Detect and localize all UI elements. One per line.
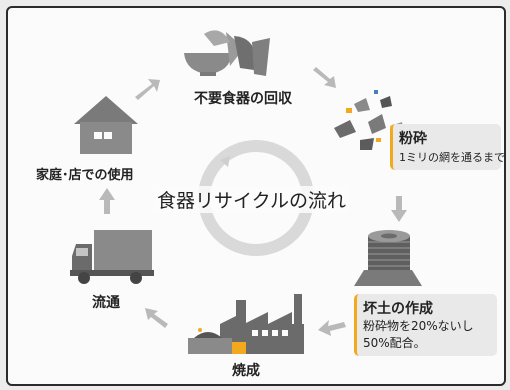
flow-arrows xyxy=(99,67,407,336)
arrow-use-to-collection xyxy=(135,79,160,100)
clay-block-icon xyxy=(354,230,422,286)
step-note-crushing: 1ミリの網を通るまで xyxy=(399,151,505,164)
broken-dishes-icon xyxy=(184,30,270,76)
diagram-title: 食器リサイクルの流れ xyxy=(154,186,350,213)
step-label-clay: 坏土の作成 xyxy=(363,301,433,317)
arrow-collection-to-crushing xyxy=(313,67,336,88)
arrow-distribution-to-use xyxy=(99,188,115,214)
callout-crushing: 粉砕 1ミリの網を通るまで xyxy=(390,124,504,170)
arrow-crushing-to-clay xyxy=(391,196,407,222)
diagram-frame: 不要食器の回収 粉砕 1ミリの網を通るまで 坏土の作成 粉砕物を20%ないし50… xyxy=(6,6,506,386)
step-label-use: 家庭･店での使用 xyxy=(36,168,134,183)
step-note-clay: 粉砕物を20%ないし50%配合。 xyxy=(363,319,474,350)
arrow-firing-to-distribution xyxy=(145,308,168,328)
house-icon xyxy=(74,96,138,154)
arrow-clay-to-firing xyxy=(318,320,346,336)
step-label-crushing: 粉砕 xyxy=(399,131,427,147)
step-label-collection: 不要食器の回収 xyxy=(194,91,292,107)
factory-icon xyxy=(188,294,304,354)
step-label-distribution: 流通 xyxy=(92,295,120,311)
step-label-firing: 焼成 xyxy=(232,363,260,379)
callout-clay: 坏土の作成 粉砕物を20%ないし50%配合。 xyxy=(354,294,497,356)
truck-icon xyxy=(70,230,154,284)
